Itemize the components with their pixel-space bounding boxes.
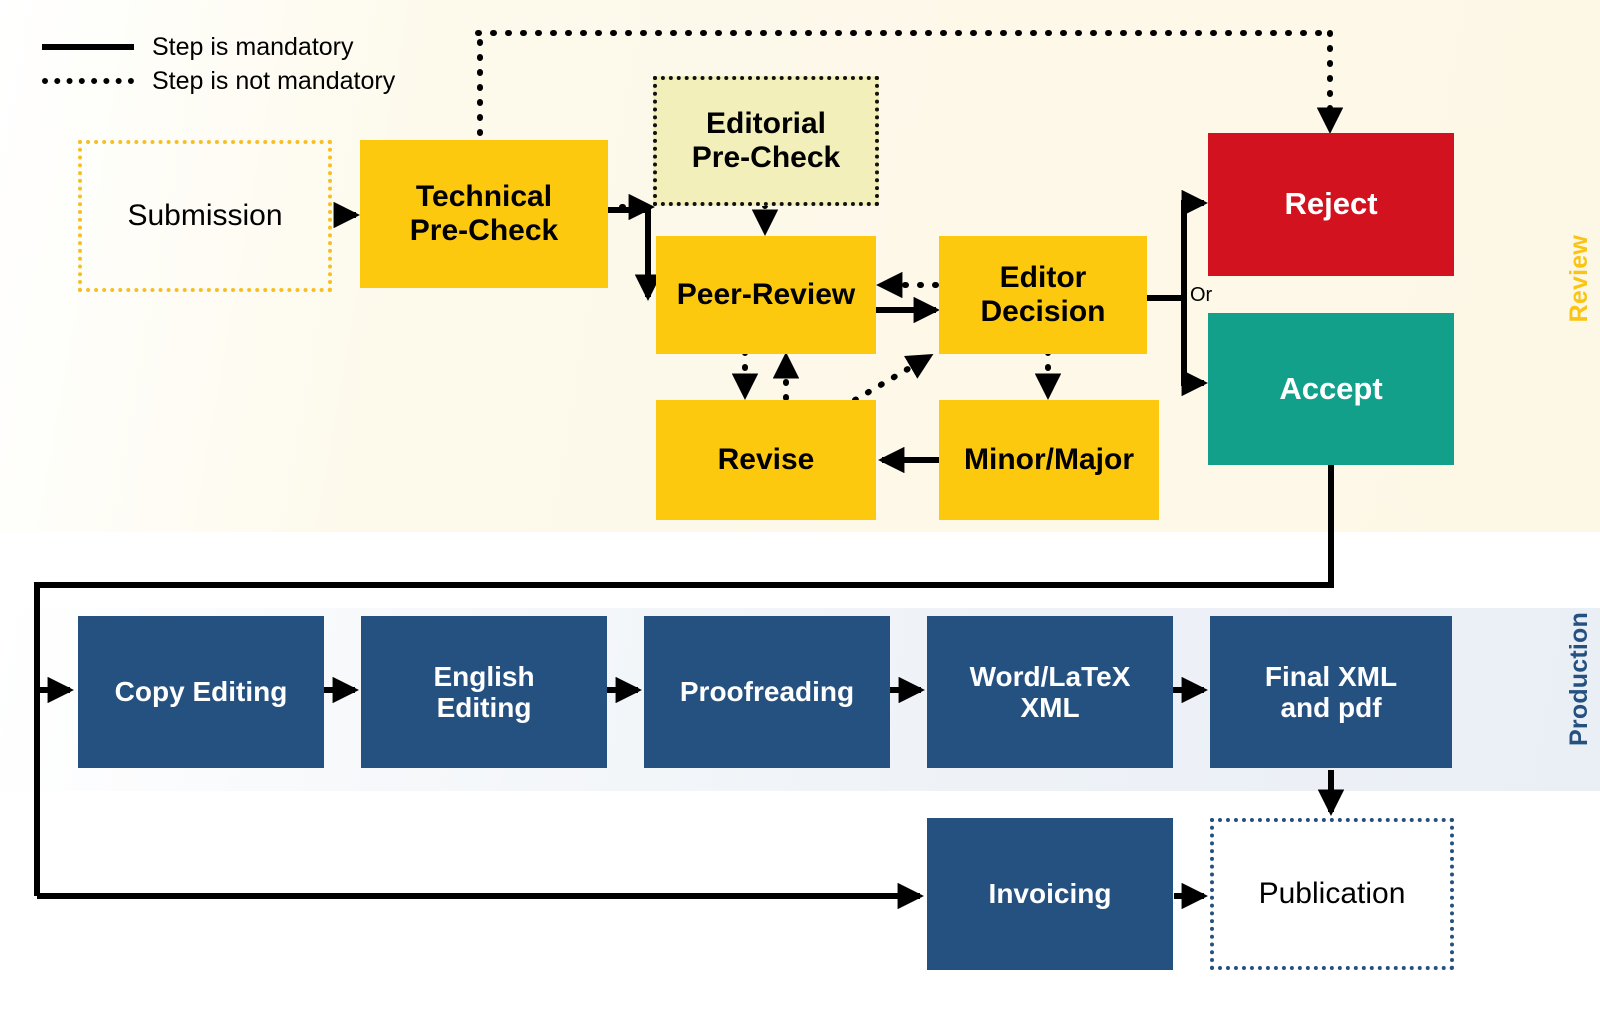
node-submission[interactable]: Submission	[78, 140, 332, 292]
legend-label-mandatory: Step is mandatory	[152, 32, 354, 61]
edge-label-or: Or	[1190, 284, 1213, 306]
node-copy-editing[interactable]: Copy Editing	[78, 616, 324, 768]
legend-item-mandatory: Step is mandatory	[42, 30, 395, 64]
node-proofreading[interactable]: Proofreading	[644, 616, 890, 768]
node-editorial-pre-check[interactable]: Editorial Pre-Check	[653, 76, 879, 206]
legend: Step is mandatory Step is not mandatory	[42, 30, 395, 98]
node-revise[interactable]: Revise	[656, 400, 876, 520]
node-publication[interactable]: Publication	[1210, 818, 1454, 970]
node-minor-major[interactable]: Minor/Major	[939, 400, 1159, 520]
solid-line-icon	[42, 44, 134, 50]
production-band-label: Production	[1565, 612, 1593, 746]
node-invoicing[interactable]: Invoicing	[927, 818, 1173, 970]
review-band-label: Review	[1565, 235, 1593, 323]
node-editor-decision[interactable]: Editor Decision	[939, 236, 1147, 354]
legend-item-not-mandatory: Step is not mandatory	[42, 64, 395, 98]
node-peer-review[interactable]: Peer-Review	[656, 236, 876, 354]
node-final-xml-and-pdf[interactable]: Final XML and pdf	[1210, 616, 1452, 768]
node-english-editing[interactable]: English Editing	[361, 616, 607, 768]
node-word-latex-xml[interactable]: Word/LaTeX XML	[927, 616, 1173, 768]
node-technical-pre-check[interactable]: Technical Pre-Check	[360, 140, 608, 288]
dotted-line-icon	[42, 78, 134, 84]
node-accept[interactable]: Accept	[1208, 313, 1454, 465]
legend-label-not-mandatory: Step is not mandatory	[152, 66, 396, 95]
node-reject[interactable]: Reject	[1208, 133, 1454, 276]
